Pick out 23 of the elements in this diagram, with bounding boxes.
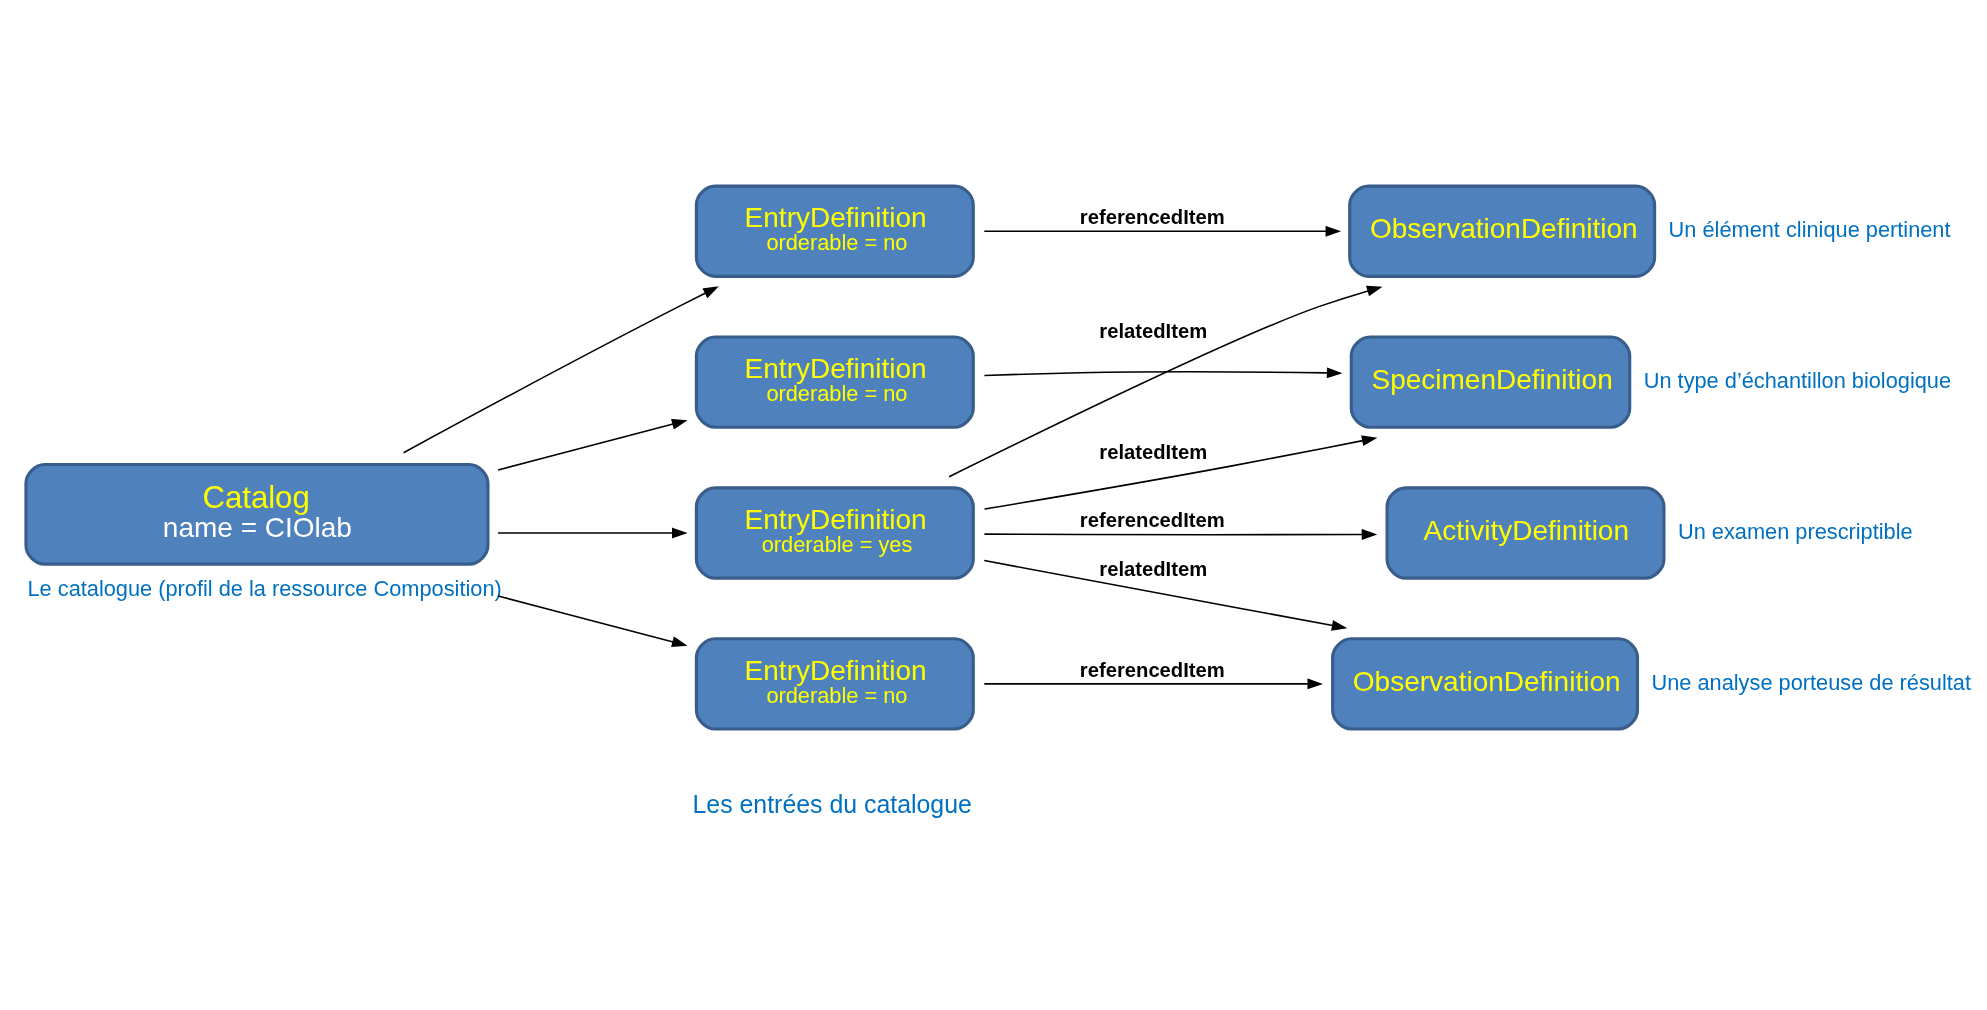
node-label: Un type d’échantillon biologique xyxy=(1643,367,1952,393)
arrow xyxy=(402,286,719,454)
node-label: Une analyse porteuse de résultat xyxy=(1651,669,1971,695)
arrow xyxy=(948,285,1383,478)
edge-label: referencedItem xyxy=(1079,658,1225,681)
arrow xyxy=(983,529,1378,540)
arrow xyxy=(983,435,1378,510)
arrow xyxy=(983,367,1343,379)
arrow xyxy=(497,419,688,471)
node-label: Un examen prescriptible xyxy=(1677,518,1913,544)
edge-label: relatedItem xyxy=(1099,557,1208,580)
label: Les entrées du catalogue xyxy=(692,789,972,818)
edge-label: referencedItem xyxy=(1079,509,1225,532)
arrow xyxy=(983,559,1348,631)
arrow xyxy=(497,595,688,647)
edge-label: relatedItem xyxy=(1099,319,1208,342)
node-label: Un élément clinique pertinent xyxy=(1668,216,1951,242)
arrow xyxy=(983,225,1342,237)
arrow xyxy=(497,527,688,539)
edge-label: relatedItem xyxy=(1099,440,1208,463)
arrow xyxy=(983,678,1324,690)
edge-label: referencedItem xyxy=(1079,206,1225,229)
node-label: Le catalogue (profil de la ressource Composition) xyxy=(27,575,502,601)
